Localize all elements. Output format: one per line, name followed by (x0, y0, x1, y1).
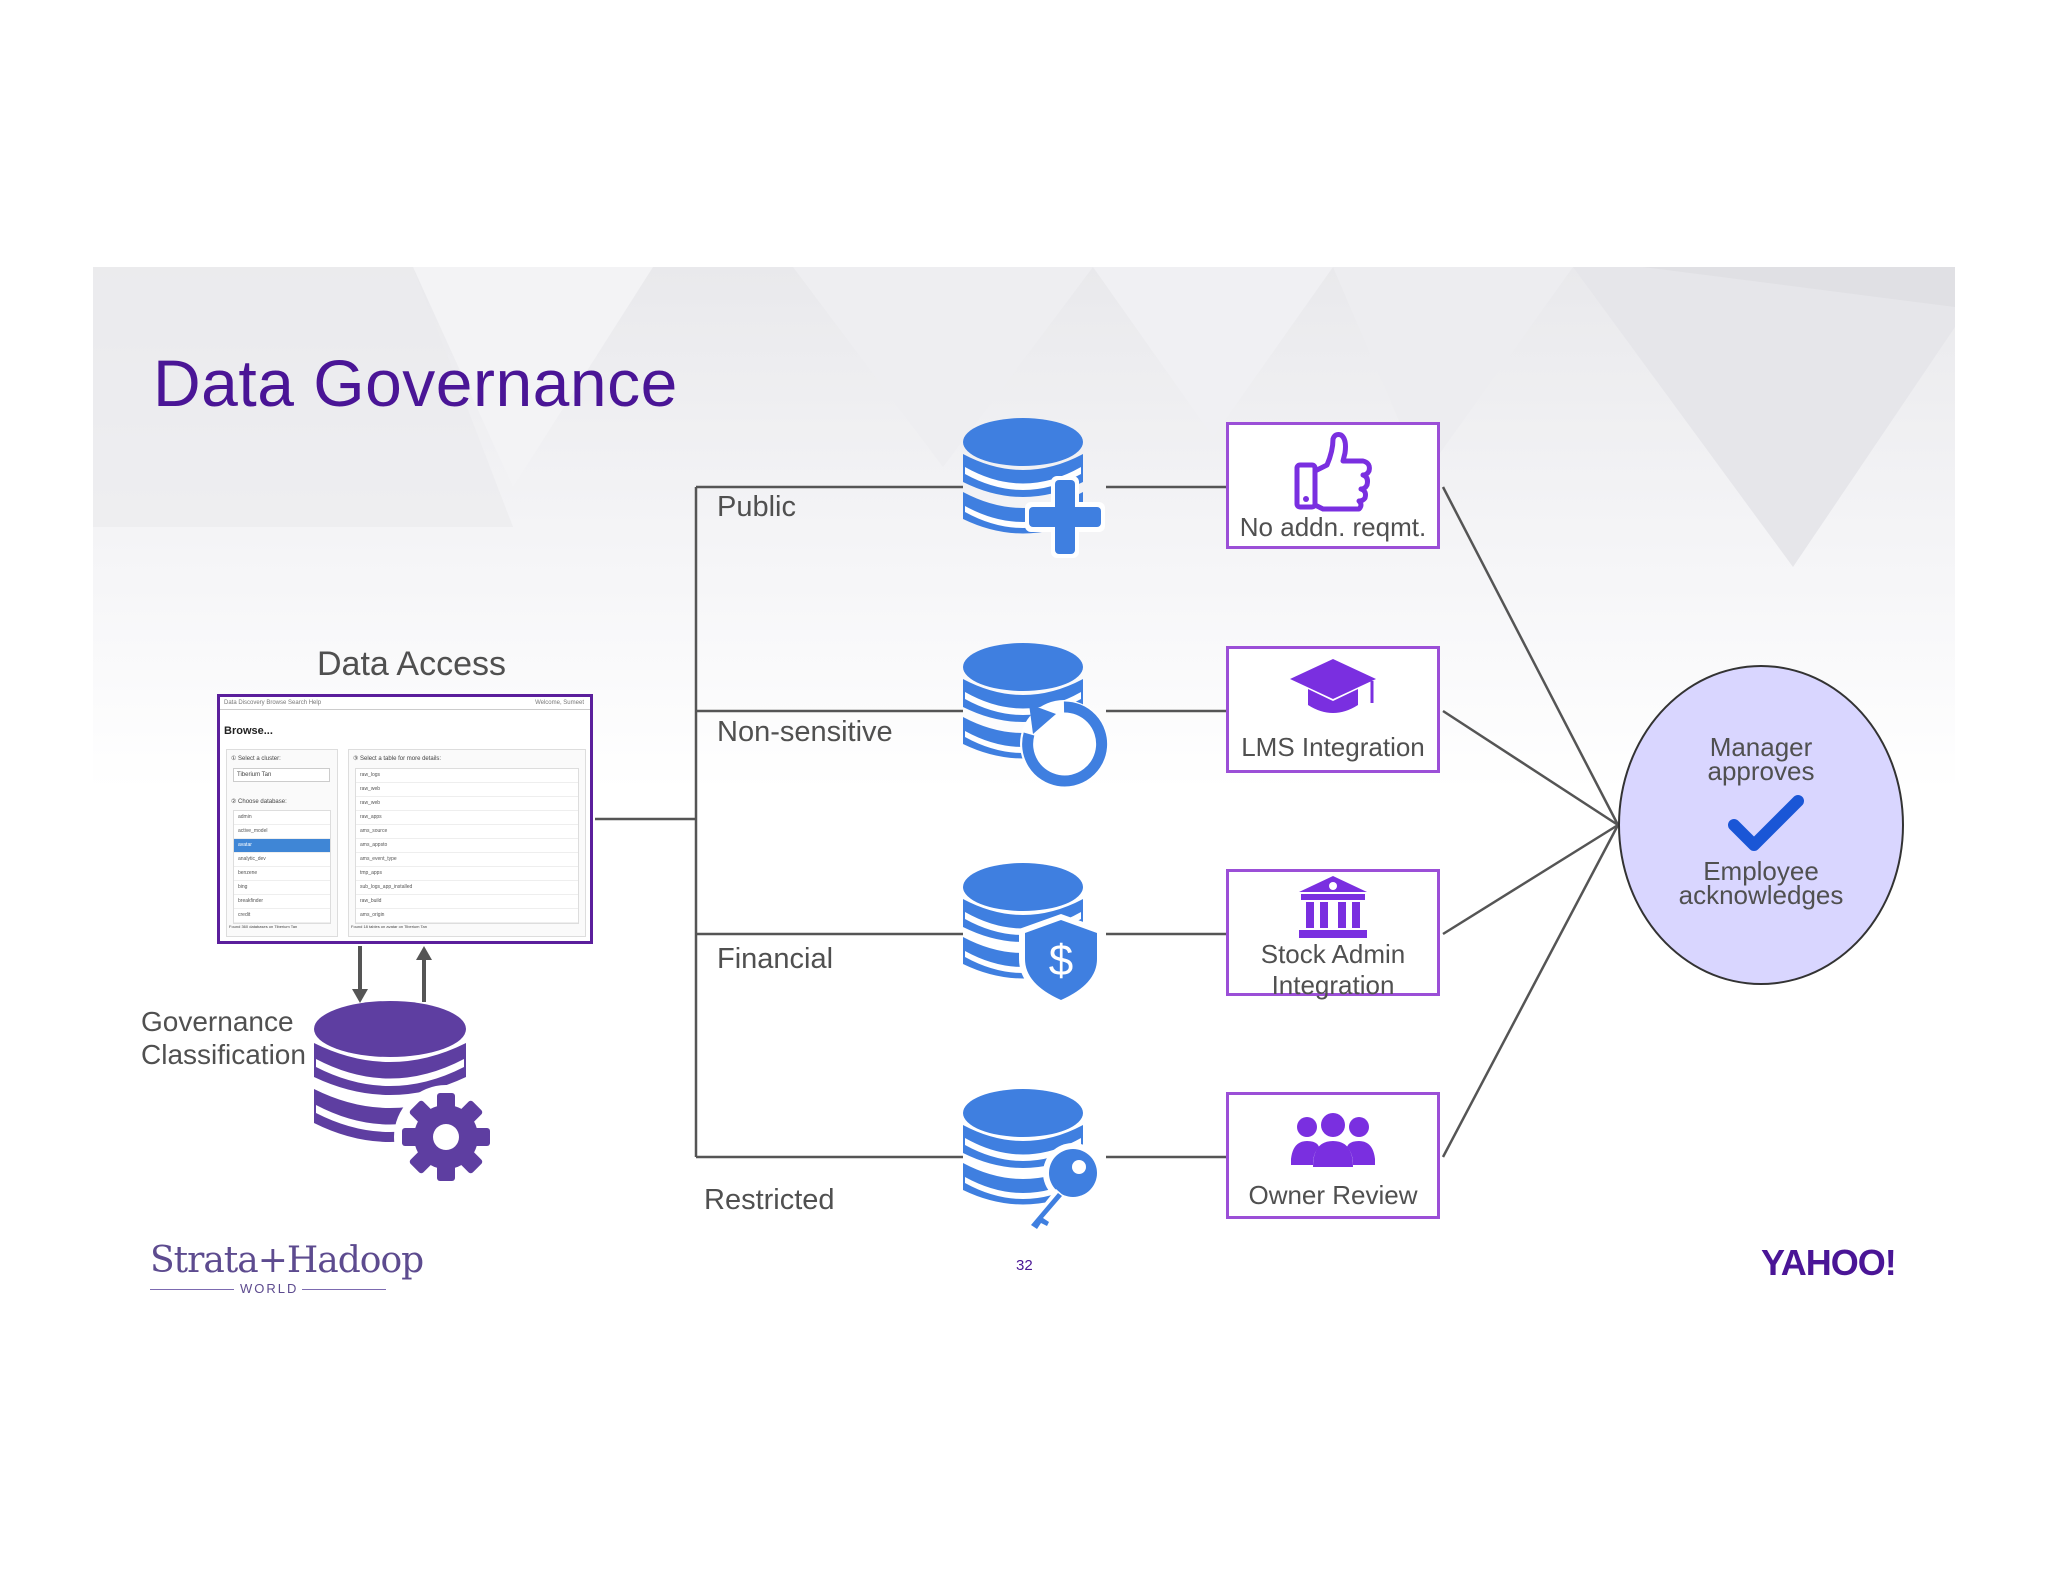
requirement-box-stock-admin: Stock Admin Integration (1226, 869, 1440, 1000)
list-item: raw_web (356, 797, 578, 811)
requirement-box-lms: LMS Integration (1226, 646, 1440, 773)
list-item: breakfinder (234, 895, 330, 909)
requirement-text-no-addn: No addn. reqmt. (1239, 512, 1427, 542)
data-discovery-screenshot: Data Discovery Browse Search Help Welcom… (217, 694, 593, 944)
requirement-text-stock-admin-line1: Stock Admin (1260, 939, 1406, 969)
requirement-box-no-addn: No addn. reqmt. (1226, 422, 1440, 549)
requirement-box-owner-review: Owner Review (1226, 1092, 1440, 1219)
list-item: ams_event_type (356, 853, 578, 867)
svg-text:$: $ (1049, 936, 1073, 985)
list-item: raw_apps (356, 811, 578, 825)
approval-text-manager: Manager (1709, 732, 1813, 762)
database-shield-dollar-icon: $ (963, 863, 1103, 1007)
approval-text-approves: approves (1707, 756, 1815, 786)
graduation-cap-icon (1290, 659, 1376, 713)
approval-text-acknowledges: acknowledges (1678, 880, 1844, 910)
list-item: sub_logs_app_installed (356, 881, 578, 895)
strata-logo-subtext: WORLD (240, 1281, 299, 1296)
screenshot-cluster-select: Tiberium Tan (233, 768, 330, 782)
connector-lines (352, 485, 1620, 1159)
screenshot-database-list: admin active_model avatar analytic_dev b… (233, 810, 331, 924)
screenshot-table-list: raw_logs raw_web raw_web raw_apps ams_so… (355, 768, 579, 924)
checkmark-icon (1728, 795, 1804, 851)
screenshot-step2: ② Choose database: (231, 799, 287, 805)
screenshot-nav-text: Data Discovery Browse Search Help (224, 700, 322, 706)
data-access-label: Data Access (317, 645, 506, 683)
strata-hadoop-logo: Strata+Hadoop WORLD (150, 1240, 424, 1297)
requirement-text-lms: LMS Integration (1241, 732, 1425, 762)
list-item: credit (234, 909, 330, 923)
list-item: ams_origin (356, 909, 578, 923)
list-item: tmp_apps (356, 867, 578, 881)
screenshot-step1: ① Select a cluster: (231, 756, 281, 762)
list-item: admin (234, 811, 330, 825)
approval-text-employee: Employee (1703, 856, 1819, 886)
approval-circle: Manager approves Employee acknowledges (1618, 665, 1904, 985)
list-item: ams_appsto (356, 839, 578, 853)
tier-label-restricted: Restricted (704, 1184, 835, 1216)
screenshot-footer-left: Found 360 databases on Tiberium Tan (229, 924, 298, 929)
tier-label-financial: Financial (717, 943, 834, 975)
list-item: ams_source (356, 825, 578, 839)
screenshot-welcome: Welcome, Sumeet (535, 700, 584, 706)
list-item: raw_logs (356, 769, 578, 783)
users-icon (1291, 1113, 1375, 1167)
requirement-text-owner-review: Owner Review (1248, 1180, 1418, 1210)
tier-label-public: Public (717, 491, 796, 523)
list-item: raw_web (356, 783, 578, 797)
screenshot-heading: Browse... (224, 725, 273, 737)
page-title: Data Governance (153, 346, 678, 420)
screenshot-step3: ③ Select a table for more details: (353, 756, 442, 762)
strata-logo-text: Strata+Hadoop (150, 1240, 424, 1281)
yahoo-logo: YAHOO! (1761, 1242, 1897, 1283)
slide: Data Governance Public Non-sens (93, 267, 1955, 1314)
database-gear-icon (314, 1001, 498, 1189)
screenshot-left-panel: ① Select a cluster: Tiberium Tan ② Choos… (226, 749, 338, 937)
bank-icon (1299, 876, 1367, 938)
database-refresh-icon (963, 643, 1108, 788)
list-item: analytic_dev (234, 853, 330, 867)
requirement-text-stock-admin-line2: Integration (1271, 970, 1395, 1000)
list-item: avatar (234, 839, 330, 853)
list-item: bing (234, 881, 330, 895)
thumbs-up-icon (1294, 432, 1372, 512)
list-item: active_model (234, 825, 330, 839)
screenshot-footer-right: Found 18 tables on avatar on Tiberium Ta… (351, 924, 427, 929)
screenshot-nav: Data Discovery Browse Search Help Welcom… (220, 697, 590, 710)
governance-label-line1: Governance (141, 1006, 294, 1037)
list-item: raw_build (356, 895, 578, 909)
database-key-icon (963, 1089, 1103, 1233)
tier-label-non-sensitive: Non-sensitive (717, 716, 893, 748)
list-item: benzene (234, 867, 330, 881)
governance-label-line2: Classification (141, 1039, 306, 1070)
page-number: 32 (1016, 1257, 1033, 1274)
screenshot-right-panel: ③ Select a table for more details: raw_l… (348, 749, 586, 937)
database-plus-icon (963, 418, 1105, 558)
